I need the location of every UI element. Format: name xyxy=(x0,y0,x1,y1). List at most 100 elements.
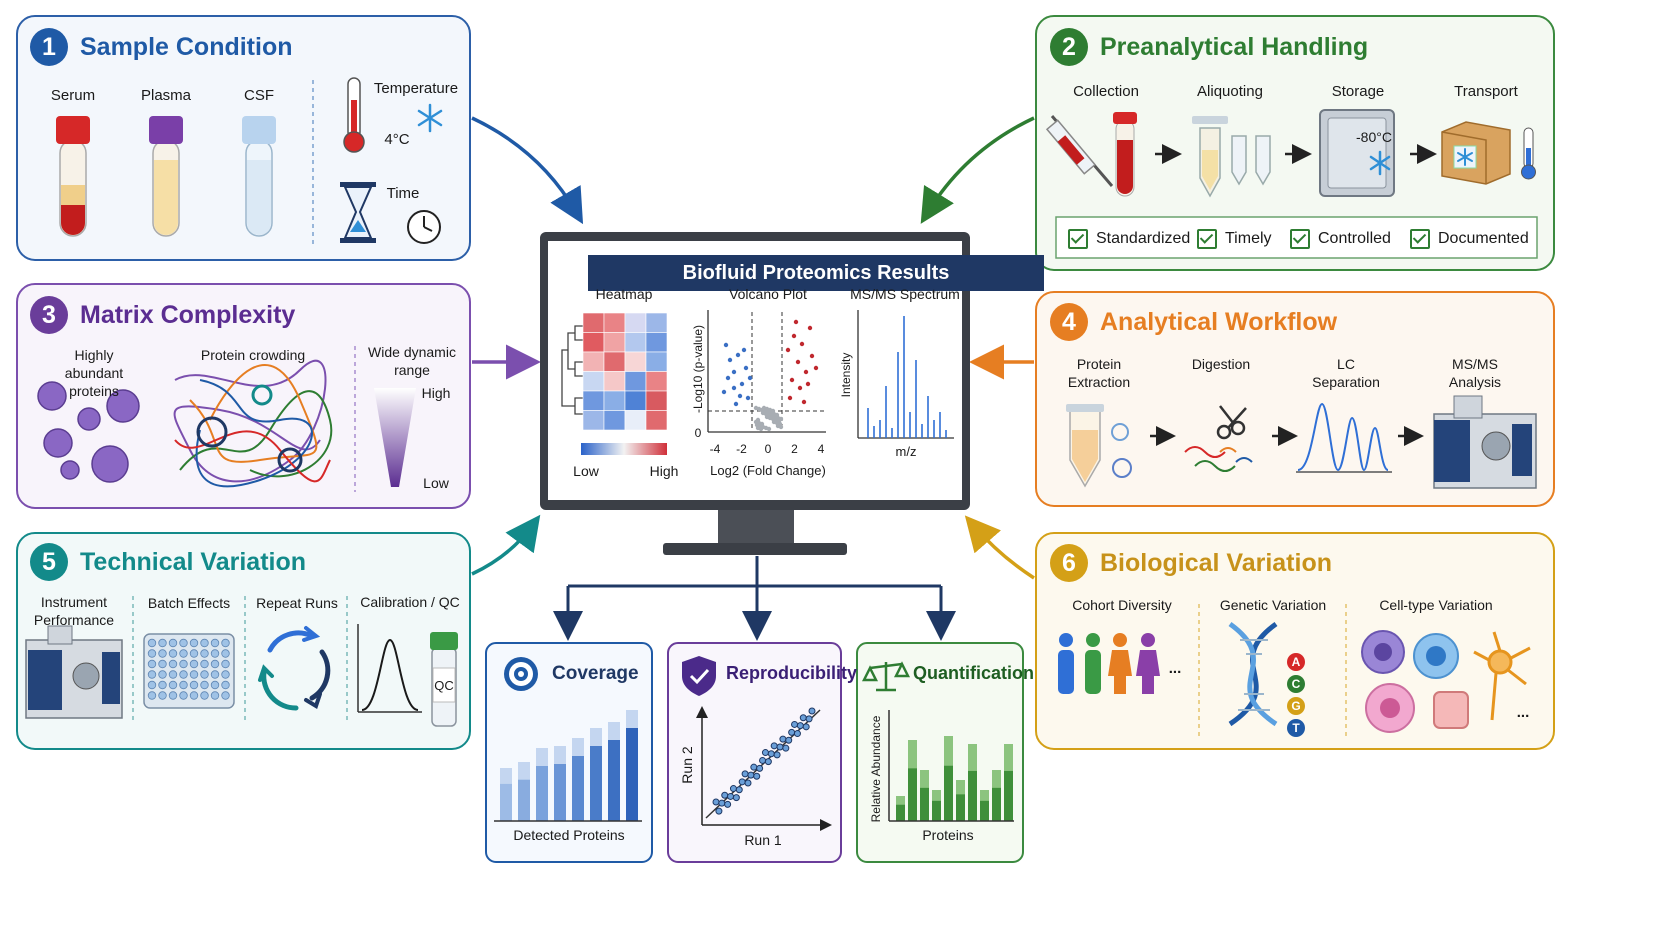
dna-base-badge: T xyxy=(1287,719,1305,737)
reproducibility-point xyxy=(724,800,732,808)
panel-matrix-title-text: Matrix Complexity xyxy=(80,300,296,329)
coverage-bar-cap xyxy=(590,728,602,746)
tube-label-plasma: Plasma xyxy=(140,87,192,104)
quantification-bars xyxy=(896,736,1013,821)
target-icon xyxy=(504,657,538,691)
instrument-icon xyxy=(25,625,123,719)
cohort-ellipsis: ... xyxy=(1168,660,1182,677)
quantification-xlabel: Proteins xyxy=(922,827,974,843)
reproducibility-points xyxy=(712,707,816,815)
extraction-tube-icon xyxy=(1066,404,1132,488)
dynamic-range-label: Wide dynamic range xyxy=(368,344,456,378)
reproducibility-point xyxy=(782,744,790,752)
volcano-ns-point xyxy=(766,426,772,432)
coverage-bar xyxy=(554,746,566,821)
reproducibility-point xyxy=(785,736,793,744)
volcano-down-point xyxy=(741,347,747,353)
plate-well xyxy=(179,638,188,648)
plate-well xyxy=(189,649,199,658)
dna-base-badge: G xyxy=(1287,697,1305,715)
panel-biological-number: 6 xyxy=(1050,544,1088,582)
panel-preanalytical-number: 2 xyxy=(1050,28,1088,66)
heatmap-cell xyxy=(603,371,626,392)
heatmap-cell xyxy=(582,371,605,392)
plate-well xyxy=(221,691,230,700)
check-documented-label: Documented xyxy=(1438,230,1529,247)
snowflake-icon xyxy=(417,103,443,133)
tube-label-serum: Serum xyxy=(50,87,96,104)
reproducibility-point xyxy=(741,770,749,778)
scissors-icon xyxy=(1184,405,1253,472)
check-controlled: Controlled xyxy=(1290,229,1391,249)
reproducibility-title: Reproducibility xyxy=(726,663,858,683)
reproducibility-point xyxy=(759,756,767,764)
workflow-msms-label: MS/MS Analysis xyxy=(1448,356,1502,390)
quantification-bar xyxy=(896,796,905,821)
heatmap-cell xyxy=(624,371,647,392)
heatmap-dendrogram xyxy=(561,325,583,415)
volcano-down-point xyxy=(725,375,731,381)
heatmap-cell xyxy=(603,351,626,372)
reproducibility-xlabel: Run 1 xyxy=(744,832,782,848)
plate-well xyxy=(158,659,167,669)
quantification-bar xyxy=(956,780,965,821)
step-aliquoting-label: Aliquoting xyxy=(1197,83,1263,100)
panel-workflow-title-text: Analytical Workflow xyxy=(1100,307,1338,336)
panel-biological-bg xyxy=(1035,532,1555,750)
reproducibility-point xyxy=(808,707,816,715)
coverage-bar xyxy=(572,738,584,821)
coverage-bar-cap xyxy=(572,738,584,756)
heatmap-cell xyxy=(645,410,668,431)
reproducibility-point xyxy=(799,714,807,722)
quantification-bar-cap xyxy=(908,740,917,769)
plate-well xyxy=(158,670,167,679)
panel-preanalytical-title: 2 Preanalytical Handling xyxy=(1050,28,1368,66)
quantification-bar xyxy=(1004,744,1013,821)
volcano-down-point xyxy=(731,385,737,391)
reproducibility-point xyxy=(793,730,801,738)
plate-well xyxy=(200,649,209,658)
heatmap-cell xyxy=(624,332,647,353)
plate-well xyxy=(147,691,157,700)
tube-label-csf: CSF xyxy=(244,87,274,104)
reproducibility-point xyxy=(732,794,740,802)
plate-well xyxy=(158,691,167,700)
check-standardized: Standardized xyxy=(1068,229,1190,249)
spectrum-xlabel: m/z xyxy=(895,444,917,459)
coverage-bar-cap xyxy=(536,748,548,766)
transport-box-icon xyxy=(1441,121,1511,185)
heatmap-cell xyxy=(645,332,668,353)
lc-chromatogram-icon xyxy=(1296,402,1392,473)
spectrum-label: MS/MS Spectrum xyxy=(850,286,960,302)
volcano-down-point xyxy=(721,389,727,395)
reproducibility-point xyxy=(750,763,758,771)
plate-well xyxy=(168,670,178,679)
aliquot-tubes-icon xyxy=(1192,116,1271,198)
volcano-up-point xyxy=(793,319,799,325)
plate-well xyxy=(210,649,220,658)
panel-workflow-bg xyxy=(1035,291,1555,507)
plate-well xyxy=(189,691,199,700)
plate-well xyxy=(210,680,220,690)
plate-well xyxy=(189,670,199,679)
workflow-extraction-label: Protein Extraction xyxy=(1067,356,1131,390)
dynamic-range-high: High xyxy=(421,385,451,401)
reproducibility-point xyxy=(767,750,775,758)
heatmap-cell xyxy=(582,410,605,431)
reproducibility-point xyxy=(756,764,764,772)
heatmap-cell xyxy=(645,371,668,392)
workflow-digestion-label: Digestion xyxy=(1191,356,1251,372)
coverage-bar-cap xyxy=(626,710,638,728)
heatmap-low-label: Low xyxy=(573,463,599,479)
heatmap-cell xyxy=(603,312,626,333)
plate-well xyxy=(221,659,230,669)
heatmap-colorbar xyxy=(581,443,667,455)
instrument-label: Instrument Performance xyxy=(33,594,115,628)
panel-technical-title-text: Technical Variation xyxy=(80,547,307,576)
plate-well xyxy=(221,649,230,658)
outcome-connectors xyxy=(553,556,956,641)
checkbox-icon xyxy=(1068,229,1088,249)
panel-technical-bg xyxy=(16,532,471,750)
volcano-xtick: -4 xyxy=(709,442,721,456)
